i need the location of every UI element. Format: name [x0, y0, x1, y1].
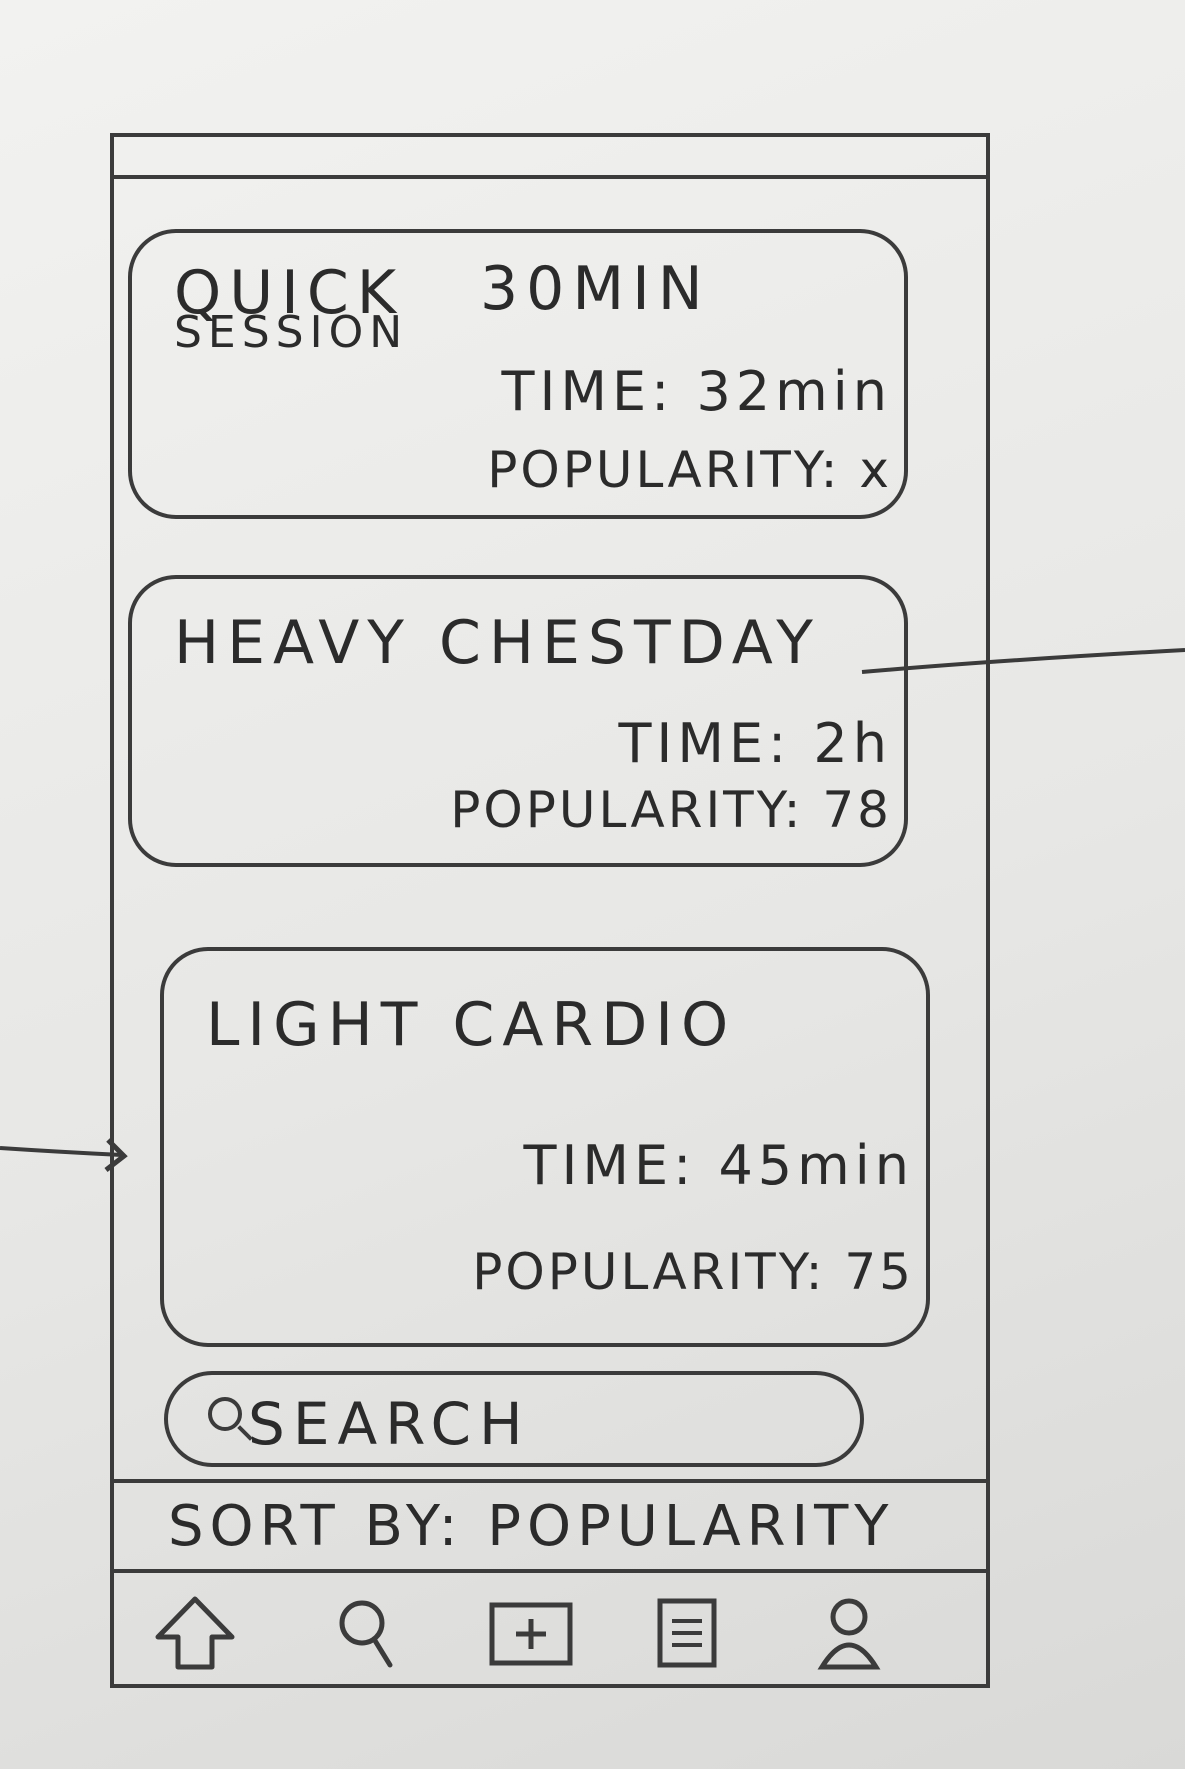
workout-card-quick-session[interactable]: QUICK SESSION 30MIN TIME: 32min POPULARI… — [128, 229, 908, 519]
list-icon[interactable] — [646, 1593, 736, 1673]
workout-title: HEAVY CHESTDAY — [174, 608, 821, 678]
workout-title-line2: SESSION — [174, 307, 409, 358]
workout-title: LIGHT CARDIO — [206, 990, 737, 1060]
workout-popularity: POPULARITY: 75 — [472, 1243, 914, 1301]
search-input[interactable]: SEARCH — [164, 1371, 864, 1467]
sort-label: SORT BY: POPULARITY — [168, 1494, 895, 1559]
profile-icon[interactable] — [804, 1593, 894, 1673]
workout-title: QUICK — [174, 258, 405, 328]
status-bar — [114, 137, 986, 179]
search-placeholder: SEARCH — [248, 1390, 531, 1458]
search-icon[interactable] — [324, 1593, 414, 1673]
add-icon[interactable] — [486, 1593, 576, 1673]
search-icon — [208, 1397, 242, 1431]
home-arrow-icon[interactable] — [150, 1593, 240, 1673]
workout-time: TIME: 45min — [523, 1134, 914, 1197]
workout-time: TIME: 32min — [501, 360, 892, 423]
workout-duration-tag: 30MIN — [480, 254, 711, 324]
bottom-tab-bar — [114, 1573, 986, 1688]
phone-frame: QUICK SESSION 30MIN TIME: 32min POPULARI… — [110, 133, 990, 1688]
workout-popularity: POPULARITY: x — [487, 441, 892, 499]
workout-card-light-cardio[interactable]: LIGHT CARDIO TIME: 45min POPULARITY: 75 — [160, 947, 930, 1347]
workout-card-heavy-chestday[interactable]: HEAVY CHESTDAY TIME: 2h POPULARITY: 78 — [128, 575, 908, 867]
sort-selector[interactable]: SORT BY: POPULARITY — [114, 1479, 986, 1573]
workout-time: TIME: 2h — [618, 712, 892, 775]
workout-popularity: POPULARITY: 78 — [450, 781, 892, 839]
